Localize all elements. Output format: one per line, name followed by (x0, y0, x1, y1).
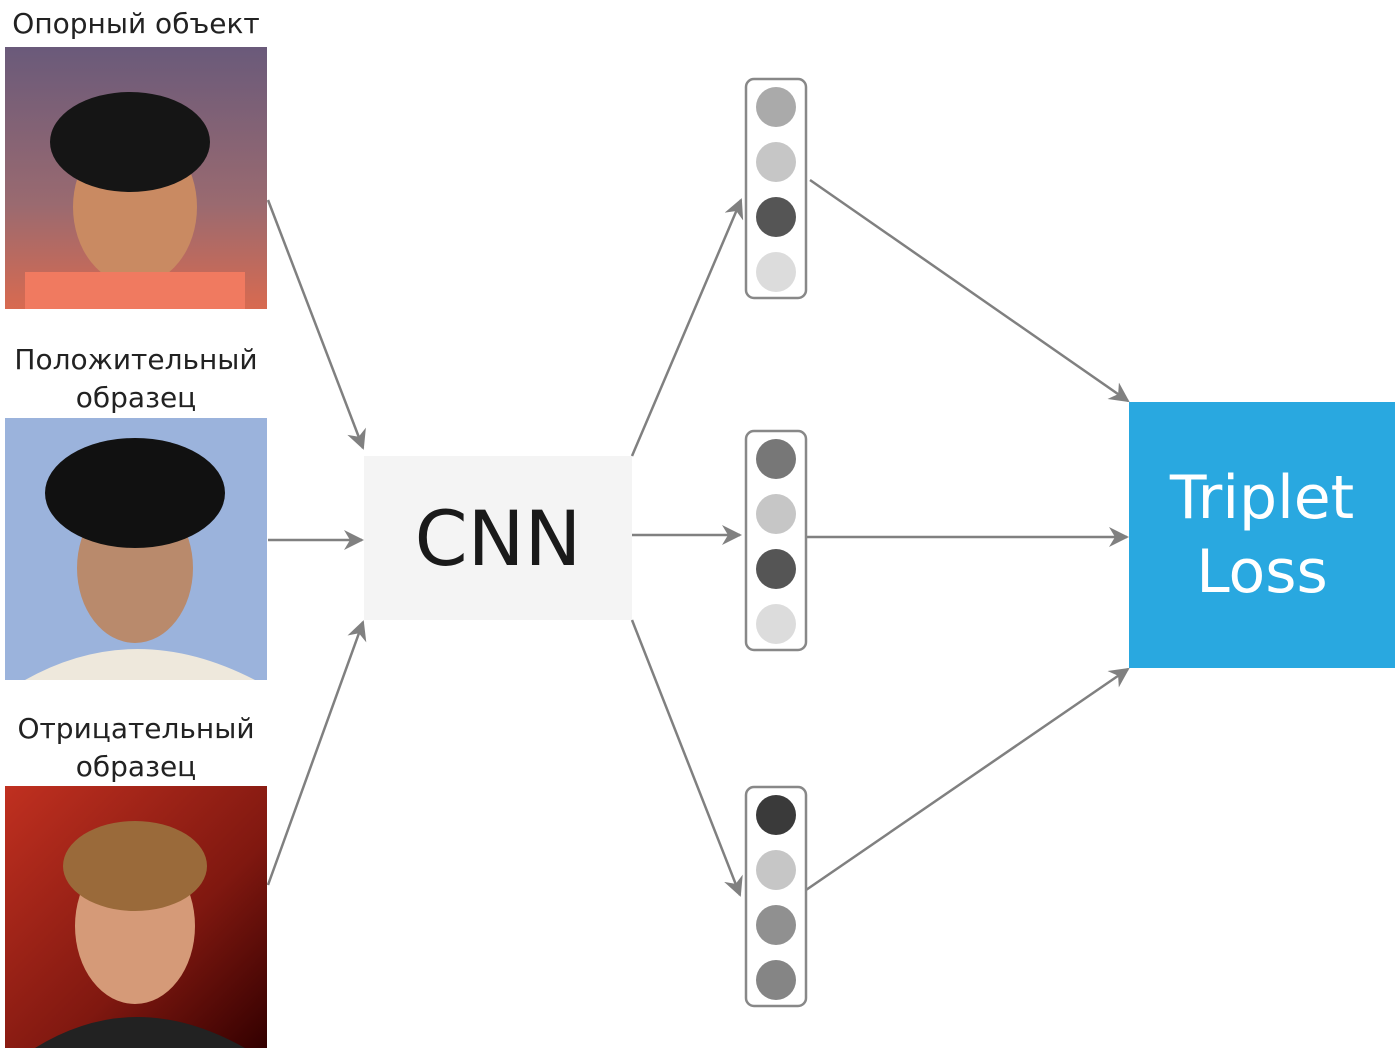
embedding-unit (756, 795, 796, 835)
embedding-vector-3 (744, 785, 808, 1008)
embedding-unit (756, 87, 796, 127)
embedding-vector-2 (744, 429, 808, 652)
positive-label-line1: Положительный (14, 343, 258, 376)
embedding-unit (756, 142, 796, 182)
cnn-box: CNN (364, 456, 632, 620)
triplet-loss-line1: Triplet (1169, 463, 1355, 533)
arrow-embedding-3-to-loss (805, 667, 1130, 892)
positive-label-line2: образец (75, 381, 197, 414)
embedding-unit (756, 252, 796, 292)
embedding-unit (756, 905, 796, 945)
arrow-cnn-to-embedding-3 (630, 619, 743, 897)
arrow-negative-to-cnn (266, 620, 367, 886)
embedding-unit (756, 494, 796, 534)
embedding-unit (756, 439, 796, 479)
triplet-loss-box: Triplet Loss (1129, 402, 1395, 668)
arrow-embedding-1-to-loss (809, 178, 1130, 403)
embedding-unit (756, 197, 796, 237)
triplet-loss-line2: Loss (1196, 537, 1328, 607)
embedding-unit (756, 850, 796, 890)
embedding-unit (756, 549, 796, 589)
anchor-label: Опорный объект (12, 7, 260, 40)
cnn-label: CNN (414, 493, 582, 583)
embedding-unit (756, 960, 796, 1000)
positive-photo (5, 418, 267, 680)
negative-label-line1: Отрицательный (17, 712, 255, 745)
embedding-vector-1 (744, 77, 808, 300)
embedding-unit (756, 604, 796, 644)
arrow-cnn-to-embedding-1 (630, 198, 744, 457)
anchor-photo (5, 47, 267, 309)
negative-photo (5, 786, 267, 1048)
negative-label-line2: образец (75, 750, 197, 783)
arrow-anchor-to-cnn (266, 199, 366, 450)
